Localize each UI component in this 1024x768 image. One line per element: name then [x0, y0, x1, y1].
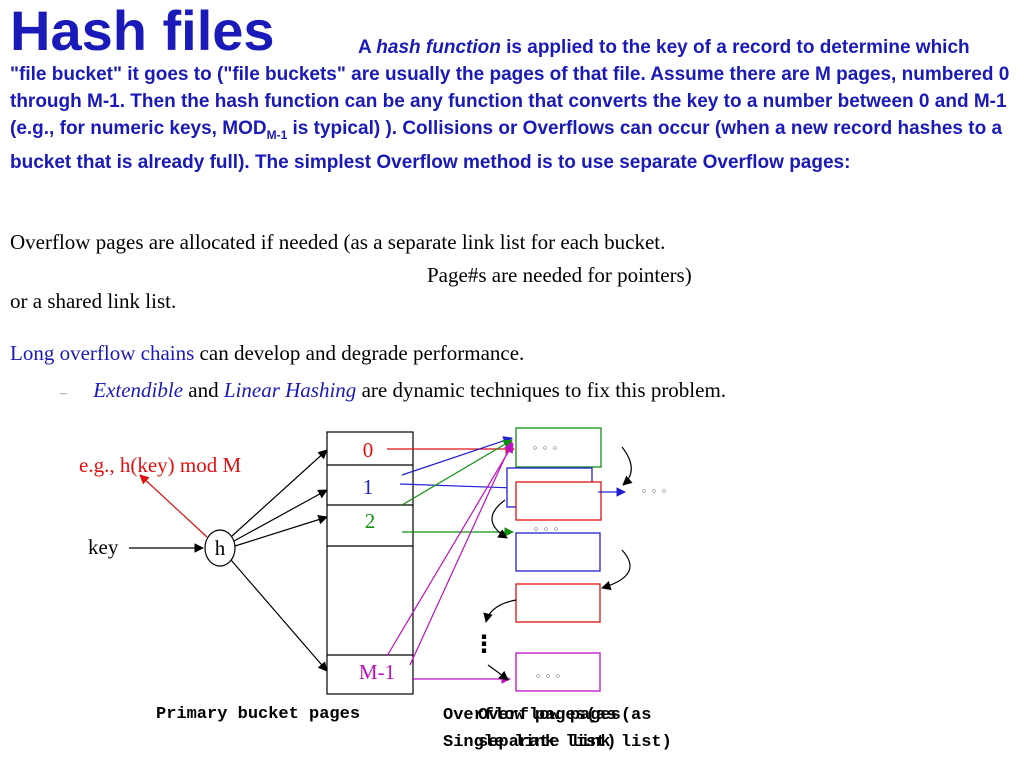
bucket-label-0: 0 [363, 438, 374, 462]
intro-part-b: is applied to the key of a record to det… [10, 37, 1010, 139]
overflow-page-red-1 [515, 481, 602, 521]
bucket1-to-overflow-arrow [399, 482, 516, 493]
overflow-page-shared [515, 427, 602, 468]
chain-curve-2 [491, 499, 508, 539]
intro-part-c: is typical) ). Collisions or Overflows c… [10, 118, 1003, 173]
h-arrow-2 [234, 515, 328, 547]
bucket-label-1: 1 [363, 475, 374, 499]
primary-bucket-column [326, 431, 414, 695]
intro-subscript: M-1 [266, 127, 288, 142]
chain-curve-4 [483, 599, 517, 623]
shared-arrow-1 [401, 436, 513, 476]
caption-overflow-separate-2: separate link list) [478, 733, 672, 752]
h-arrow-m1 [230, 559, 328, 672]
long-chains-line: Long overflow chains can develop and deg… [10, 341, 524, 366]
hash-example-label: e.g., h(key) mod M [79, 453, 241, 477]
overflow-line-3: or a shared link list. [10, 289, 177, 313]
hash-node-label: h [215, 536, 226, 560]
intro-part-a: A [358, 37, 377, 58]
hash-to-example-arrow [139, 474, 208, 538]
intro-paragraph: A hash function is applied to the key of… [10, 34, 1010, 176]
bullet-and: and [183, 378, 224, 402]
bucket-label-2: 2 [365, 509, 376, 533]
chain-curve-1 [621, 446, 633, 486]
long-chains-highlight: Long overflow chains [10, 341, 195, 365]
shared-arrow-m1 [409, 441, 513, 666]
overflow-dots-2: ◦ ◦ ◦ [641, 485, 667, 498]
key-label: key [88, 535, 119, 559]
h-arrow-1 [233, 489, 328, 542]
bucket-label-m1: M-1 [359, 660, 395, 684]
bullet-rest: are dynamic techniques to fix this probl… [356, 378, 727, 402]
vertical-ellipsis: ⋮ [472, 630, 496, 658]
hash-node [204, 529, 236, 567]
chain-curve-3 [601, 549, 631, 591]
bullet-linear: Linear Hashing [223, 378, 357, 402]
slide-title: Hash files [10, 0, 275, 62]
bullet-dash: – [60, 386, 67, 401]
overflow-line-1: Overflow pages are allocated if needed (… [10, 230, 666, 254]
caption-primary: Primary bucket pages [156, 705, 360, 724]
long-chains-rest: can develop and degrade performance. [194, 341, 525, 365]
caption-overflow-separate-1: Overflow pages(as [478, 706, 651, 725]
shared-arrow-m1b [386, 443, 514, 657]
chain-curve-5 [487, 664, 509, 681]
h-arrow-0 [231, 449, 328, 537]
overflow-page-magenta [515, 652, 601, 692]
bullet-extendible: Extendible [93, 378, 184, 402]
caption-overflow-single-2: Single link list) [443, 733, 616, 752]
shared-arrow-2 [401, 439, 513, 506]
intro-hash-function: hash function [376, 37, 501, 58]
overflow-page-blue-2 [515, 532, 601, 572]
overflow-dots-1: ◦ ◦ ◦ [532, 442, 558, 455]
overflow-line-2: Page#s are needed for pointers) [427, 263, 692, 287]
overflow-dots-4: ◦ ◦ ◦ [535, 670, 561, 683]
overflow-page-red-2 [515, 583, 601, 623]
bullet-line: – Extendible and Linear Hashing are dyna… [60, 378, 726, 403]
caption-overflow-single-1: Overflow pages(as [443, 706, 616, 725]
